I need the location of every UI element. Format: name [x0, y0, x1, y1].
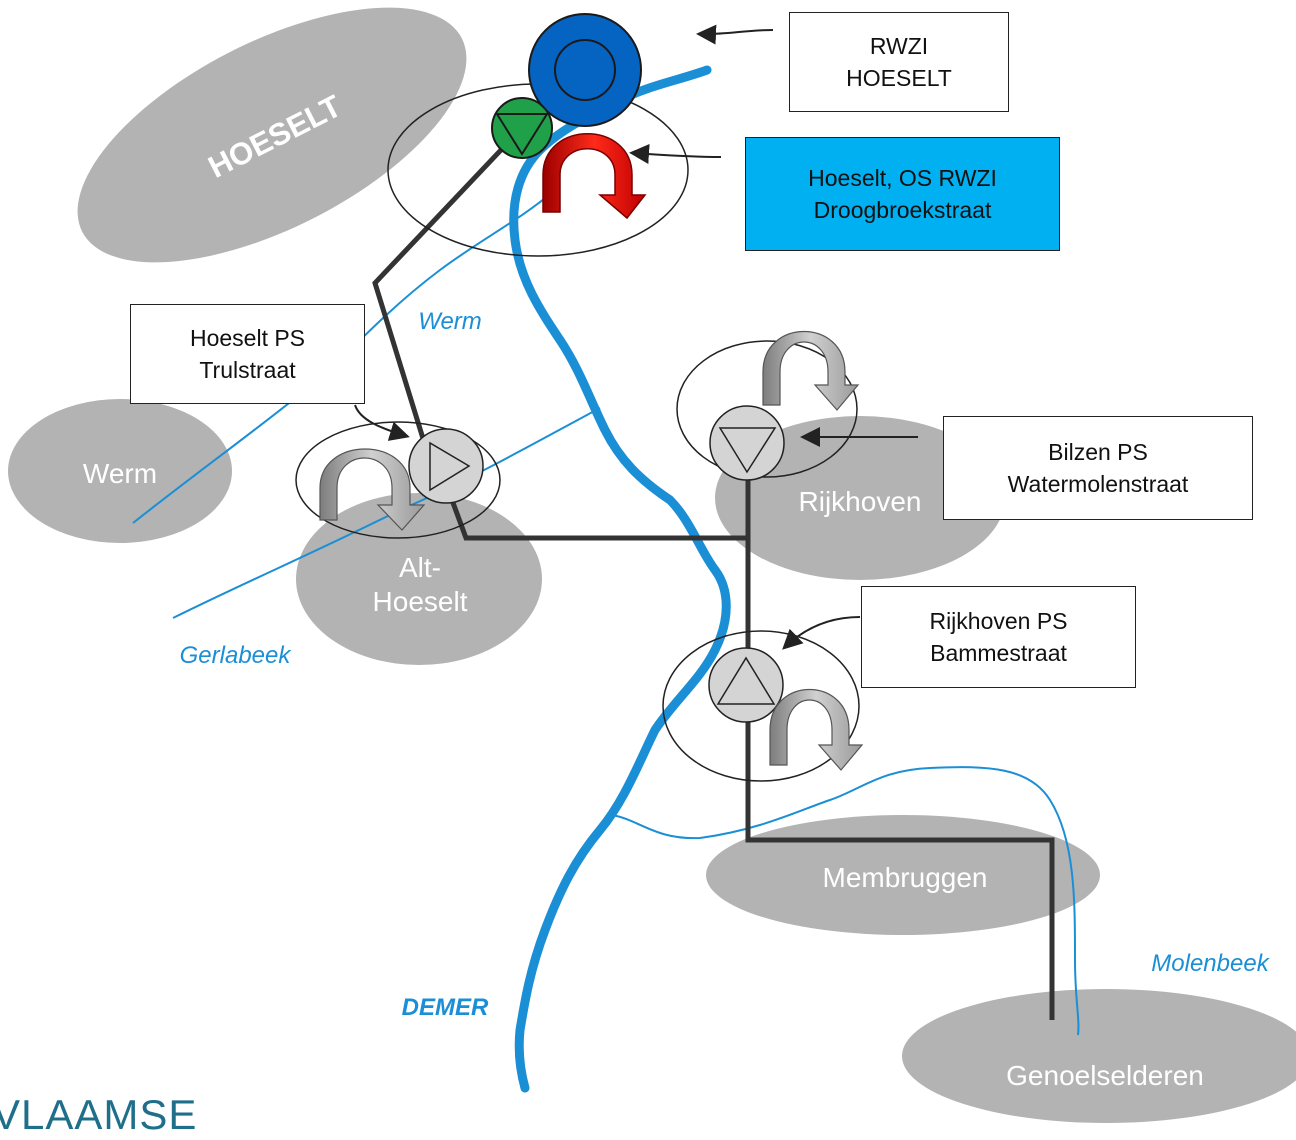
river-label-molenbeek: Molenbeek — [1151, 950, 1269, 977]
label-overstort-line2: Droogbroekstraat — [813, 197, 992, 223]
label-trulstraat-line2: Trulstraat — [199, 357, 296, 383]
zone-watermolenstraat-outline — [676, 340, 858, 478]
river-label-gerlabeek: Gerlabeek — [179, 642, 291, 669]
curved-arrow-bammestraat-icon — [769, 688, 864, 771]
rwzi-icon — [528, 13, 642, 127]
label-bammestraat-line2: Bammestraat — [930, 640, 1067, 666]
area-label-alt-hoeselt-line1: Alt- — [399, 552, 441, 583]
river-label-demer: DEMER — [401, 994, 489, 1021]
label-bammestraat-line1: Rijkhoven PS — [929, 608, 1068, 634]
river-demer-line — [509, 65, 731, 1093]
label-rwzi-line1: RWZI — [869, 33, 929, 59]
overflow-arrow-icon — [542, 133, 647, 220]
area-hoeselt — [77, 7, 467, 263]
pump-green-icon — [491, 97, 553, 159]
pump-trulstraat-icon — [408, 428, 484, 504]
river-label-werm: Werm — [418, 308, 482, 335]
label-rwzi-hoeselt: RWZI HOESELT — [789, 12, 1009, 112]
label-ps-bammestraat: Rijkhoven PS Bammestraat — [861, 586, 1136, 688]
label-overstort-droogbroekstraat: Hoeselt, OS RWZI Droogbroekstraat — [745, 137, 1060, 251]
pointer-trulstraat-icon — [354, 404, 410, 441]
label-watermolenstraat-line2: Watermolenstraat — [1007, 471, 1189, 497]
area-werm — [8, 399, 232, 543]
label-watermolenstraat-line1: Bilzen PS — [1048, 439, 1148, 465]
area-label-werm: Werm — [82, 458, 158, 489]
label-ps-trulstraat: Hoeselt PS Trulstraat — [130, 304, 365, 404]
area-label-membruggen: Membruggen — [822, 862, 988, 893]
label-overstort-line1: Hoeselt, OS RWZI — [808, 165, 997, 191]
area-label-alt-hoeselt: Alt- Hoeselt — [350, 545, 490, 625]
logo-vlaamse: VLAAMSE — [0, 1091, 198, 1138]
area-label-rijkhoven: Rijkhoven — [798, 486, 922, 517]
area-membruggen — [706, 815, 1100, 935]
area-label-genoelselderen: Genoelselderen — [1006, 1060, 1204, 1091]
area-genoelselderen — [902, 989, 1296, 1123]
pump-watermolenstraat-icon — [709, 405, 785, 481]
label-ps-watermolenstraat: Bilzen PS Watermolenstraat — [943, 416, 1253, 520]
river-molenbeek-line — [611, 766, 1080, 1036]
sewer-main-middle — [449, 480, 751, 541]
zone-bammestraat-outline — [662, 630, 860, 782]
pump-green-triangle-icon — [495, 113, 549, 156]
pointer-overstort-icon — [629, 144, 722, 164]
curved-arrow-trulstraat-icon — [319, 448, 426, 531]
river-werm-line — [132, 189, 556, 524]
pump-bammestraat-icon — [708, 647, 784, 723]
pointer-bammestraat-icon — [782, 616, 861, 650]
rwzi-inner-icon — [554, 39, 616, 101]
curved-arrow-watermolenstraat-icon — [762, 330, 860, 411]
sewer-main-upper — [372, 131, 519, 446]
area-rijkhoven — [715, 416, 1005, 580]
label-trulstraat-line1: Hoeselt PS — [189, 325, 306, 351]
area-label-alt-hoeselt-line2: Hoeselt — [372, 586, 468, 617]
label-rwzi-line2: HOESELT — [846, 65, 952, 91]
pointer-rwzi-icon — [696, 24, 774, 45]
